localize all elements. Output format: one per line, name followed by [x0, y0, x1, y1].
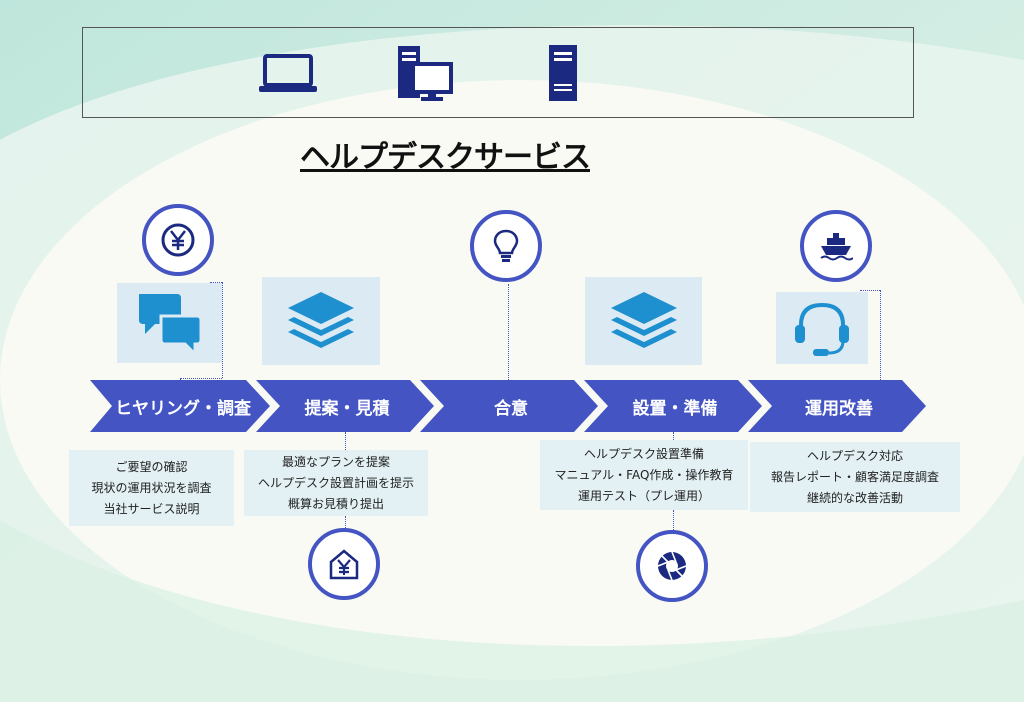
description-line: 報告レポート・顧客満足度調査 [770, 469, 939, 484]
lightbulb-icon [493, 229, 519, 262]
step-description-5: ヘルプデスク対応 報告レポート・顧客満足度調査 継続的な改善活動 [750, 442, 960, 512]
chat-bubbles-icon [138, 294, 202, 356]
step-label-3: 合意 [494, 398, 528, 419]
connector [345, 516, 346, 528]
connector [345, 432, 346, 450]
description-line: ヘルプデスク対応 [806, 448, 903, 463]
camera-aperture-icon [657, 551, 687, 581]
chat-icon-box [117, 283, 222, 363]
connector [673, 510, 674, 530]
house-yen-icon [329, 549, 359, 580]
description-line: 継続的な改善活動 [806, 490, 903, 505]
headset-icon-box [776, 292, 868, 364]
description-line: 当社サービス説明 [103, 501, 200, 516]
step-label-4: 設置・準備 [632, 398, 718, 419]
step-description-2: 最適なプランを提案 ヘルプデスク設置計画を提示 概算お見積り提出 [244, 450, 428, 516]
step-arrow-2 [256, 380, 434, 432]
step-description-4: ヘルプデスク設置準備 マニュアル・FAQ作成・操作教育 運用テスト（プレ運用） [540, 440, 748, 510]
description-line: 現状の運用状況を調査 [91, 480, 212, 495]
description-line: 最適なプランを提案 [281, 454, 390, 469]
lightbulb-circle [470, 210, 542, 282]
layers-icon [610, 292, 677, 348]
ship-icon [820, 233, 853, 261]
step-description-1: ご要望の確認 現状の運用状況を調査 当社サービス説明 [69, 450, 234, 526]
headset-icon [795, 302, 849, 356]
step-arrow-5 [748, 380, 926, 432]
connector [880, 290, 881, 382]
connector [508, 284, 509, 384]
layers-icon-box [585, 277, 702, 365]
step-label-5: 運用改善 [805, 398, 873, 419]
camera-aperture-circle [636, 530, 708, 602]
device-banner [82, 27, 914, 118]
house-yen-circle [308, 528, 380, 600]
description-line: 概算お見積り提出 [287, 496, 384, 511]
yen-coin-icon [161, 223, 195, 257]
description-line: ご要望の確認 [115, 459, 188, 474]
step-arrow-1 [90, 380, 270, 432]
laptop-icon [259, 54, 317, 92]
connector [210, 282, 222, 283]
description-line: 運用テスト（プレ運用） [577, 488, 710, 503]
layers-icon-box [262, 277, 380, 365]
server-tower-icon [549, 45, 577, 101]
connector [673, 432, 674, 440]
desktop-pc-icon [398, 46, 453, 101]
step-arrow-3 [420, 380, 598, 432]
ship-circle [800, 210, 872, 282]
layers-icon [288, 292, 354, 348]
step-label-2: 提案・見積 [304, 398, 390, 419]
connector [222, 282, 223, 378]
page-title: ヘルプデスクサービス [300, 140, 591, 175]
description-line: ヘルプデスク設置計画を提示 [257, 475, 414, 490]
step-arrow-4 [584, 380, 762, 432]
connector [180, 378, 222, 379]
connector [860, 290, 880, 291]
yen-coin-circle [142, 204, 214, 276]
description-line: ヘルプデスク設置準備 [583, 446, 704, 461]
process-arrow-bar [90, 380, 926, 432]
step-label-1: ヒヤリング・調査 [115, 398, 251, 419]
description-line: マニュアル・FAQ作成・操作教育 [554, 467, 734, 482]
